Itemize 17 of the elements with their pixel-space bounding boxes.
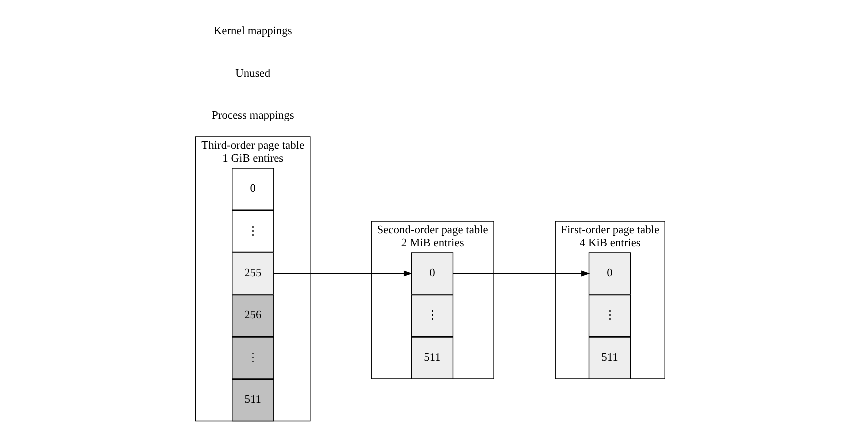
label: Process mappings <box>212 110 294 122</box>
node-box: 0 <box>232 168 274 210</box>
node-box: ⋮ <box>232 337 274 380</box>
node-box: ⋮ <box>232 210 274 253</box>
node-box: ⋮ <box>588 294 632 338</box>
node-box: 511 <box>232 379 274 422</box>
node-box: 256 <box>232 294 274 338</box>
arrow <box>274 270 413 277</box>
arrow <box>453 270 590 277</box>
node-box: ⋮ <box>411 294 454 338</box>
node-box: 0 <box>411 252 454 295</box>
node-box: 511 <box>588 337 632 380</box>
node-box: 255 <box>232 252 274 295</box>
node-box: 511 <box>411 337 454 380</box>
label: Kernel mappings <box>214 26 292 38</box>
node-box: 0 <box>588 252 632 295</box>
label: Unused <box>236 68 271 80</box>
